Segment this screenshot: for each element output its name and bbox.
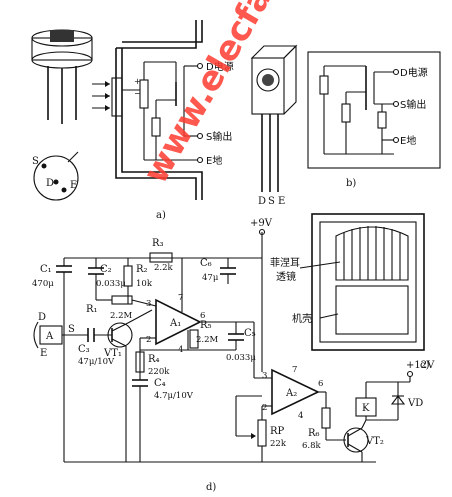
label-vt2: VT₂ bbox=[365, 436, 384, 447]
circuit-a: +− bbox=[111, 61, 204, 164]
ir-arrows bbox=[92, 81, 110, 111]
label-a1: A₁ bbox=[169, 318, 181, 329]
label-r6: R₆ bbox=[308, 428, 320, 439]
housing-wall bbox=[115, 48, 197, 200]
a1-pin-7: 7 bbox=[178, 293, 183, 303]
base-label-d: D bbox=[46, 178, 54, 189]
label-r4: R₄ bbox=[148, 354, 160, 365]
leg-label-d: D bbox=[258, 196, 266, 207]
watermark: www.elecfans.com bbox=[135, 0, 348, 190]
a2-pin-6: 6 bbox=[318, 379, 323, 389]
caption-d: d) bbox=[206, 482, 216, 493]
a2-pin-7: 7 bbox=[292, 365, 297, 375]
transistor-vt2 bbox=[343, 427, 369, 453]
pin-b-label-e-ground: E地 bbox=[400, 134, 416, 147]
caption-c: c) bbox=[420, 360, 430, 371]
pin-b-label-d-power: D电源 bbox=[400, 66, 428, 79]
value-c6: 47μ bbox=[202, 273, 219, 283]
sensor-can-drawing bbox=[31, 29, 93, 124]
a2-pin-3: 3 bbox=[262, 371, 267, 381]
circuit-b bbox=[319, 65, 400, 155]
label-rp: RP bbox=[270, 426, 285, 437]
label-vd: VD bbox=[407, 398, 423, 409]
value-c3: 47μ/10V bbox=[78, 357, 115, 367]
label-12v: +12V bbox=[406, 360, 435, 371]
label-housing: 机壳 bbox=[292, 312, 312, 325]
sensor-pin-s: S bbox=[68, 324, 75, 335]
pin-b-label-s-output: S输出 bbox=[400, 98, 426, 111]
leg-label-e: E bbox=[278, 196, 285, 207]
value-rp: 22k bbox=[270, 439, 287, 449]
a2-pin-4: 4 bbox=[298, 411, 303, 421]
sensor-base-view: S D E bbox=[32, 151, 79, 201]
panel-d: +9V C₁ 470μ C₂ 0.033μ R₂ 10k R₃ 2.2k C₆ … bbox=[32, 218, 435, 493]
sensor-package-b: D S E bbox=[250, 44, 298, 207]
label-r2: R₂ bbox=[136, 264, 148, 275]
label-c1: C₁ bbox=[40, 264, 52, 275]
label-r1: R₁ bbox=[86, 304, 98, 315]
pin-label-d-power: D电源 bbox=[206, 60, 234, 73]
a1-pin-6: 6 bbox=[200, 311, 205, 321]
value-r1: 2.2M bbox=[110, 311, 133, 321]
label-c4: C₄ bbox=[154, 378, 166, 389]
a2-pin-2: 2 bbox=[262, 403, 267, 413]
value-r3: 2.2k bbox=[154, 263, 174, 273]
value-c5: 0.033μ bbox=[226, 353, 256, 363]
caption-b: b) bbox=[346, 178, 356, 189]
panel-b: D S E D电源 S输出 bbox=[250, 44, 441, 207]
label-c5: C₅ bbox=[244, 328, 256, 339]
label-fresnel-lens-2: 透镜 bbox=[276, 270, 296, 283]
housing-body bbox=[335, 285, 409, 335]
opamp-a2 bbox=[271, 368, 320, 416]
label-r5: R₅ bbox=[200, 320, 212, 331]
diode-vd bbox=[390, 395, 406, 405]
label-9v: +9V bbox=[250, 218, 273, 229]
label-c3: C₃ bbox=[78, 344, 90, 355]
value-r2: 10k bbox=[136, 279, 153, 289]
opamp-a1 bbox=[155, 298, 202, 346]
pin-label-s-output: S输出 bbox=[206, 130, 232, 143]
base-label-e: E bbox=[70, 180, 77, 191]
panel-b-frame bbox=[307, 51, 441, 169]
panel-a: S D E +− bbox=[31, 20, 234, 221]
base-label-s: S bbox=[32, 156, 39, 167]
value-c4: 4.7μ/10V bbox=[154, 391, 194, 401]
label-a2: A₂ bbox=[285, 388, 297, 399]
sensor-pin-e: E bbox=[40, 348, 47, 359]
label-c6: C₆ bbox=[200, 258, 212, 269]
value-c1: 470μ bbox=[32, 279, 54, 289]
value-c2: 0.033μ bbox=[96, 279, 126, 289]
sensor-label: A bbox=[45, 331, 54, 342]
panel-c: 菲涅耳 透镜 机壳 c) bbox=[270, 213, 430, 371]
detector-housing bbox=[311, 213, 425, 351]
label-fresnel-lens-1: 菲涅耳 bbox=[270, 256, 300, 269]
svg-text:−: − bbox=[134, 89, 141, 99]
leg-label-s: S bbox=[268, 196, 275, 207]
label-k: K bbox=[362, 403, 370, 414]
svg-text:+: + bbox=[134, 77, 141, 87]
value-r6: 6.8k bbox=[302, 441, 322, 451]
value-r5: 2.2M bbox=[196, 335, 219, 345]
transistor-vt1 bbox=[107, 322, 133, 348]
label-vt1: VT₁ bbox=[103, 348, 122, 359]
label-r3: R₃ bbox=[152, 238, 164, 249]
a1-pin-2: 2 bbox=[146, 335, 151, 345]
value-r4: 220k bbox=[148, 367, 170, 377]
caption-a: a) bbox=[156, 210, 166, 221]
fresnel-lens-drawing bbox=[335, 226, 409, 281]
pin-label-e-ground: E地 bbox=[206, 154, 222, 167]
sensor-pin-d: D bbox=[38, 312, 46, 323]
label-c2: C₂ bbox=[100, 264, 112, 275]
